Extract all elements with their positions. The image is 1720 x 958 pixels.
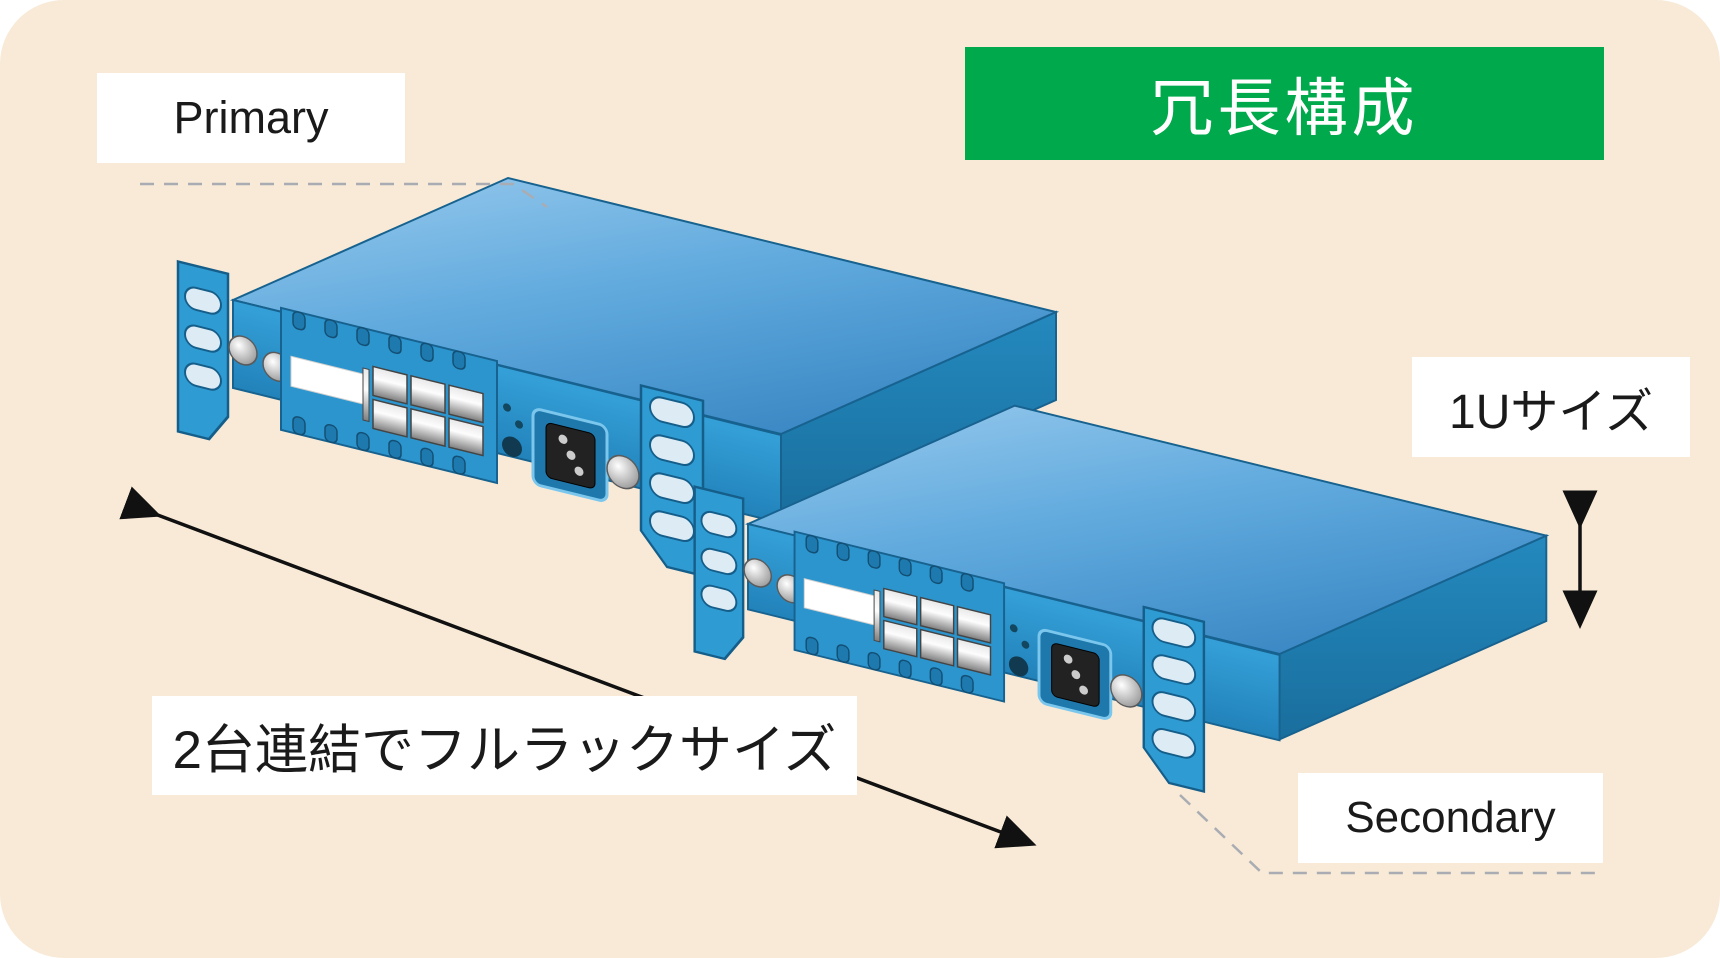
unit-height-label: 1Uサイズ <box>1412 357 1690 457</box>
primary-callout-line <box>140 182 548 209</box>
combined-width-label: 2台連結でフルラックサイズ <box>152 696 857 795</box>
primary-label-text: Primary <box>173 92 329 143</box>
unit-height-label-text: 1Uサイズ <box>1449 386 1653 439</box>
title-banner-text: 冗長構成 <box>1150 74 1419 144</box>
secondary-label-text: Secondary <box>1345 793 1556 842</box>
primary-label: Primary <box>97 73 405 163</box>
title-banner: 冗長構成 <box>965 47 1604 160</box>
combined-width-label-text: 2台連結でフルラックサイズ <box>172 720 837 780</box>
secondary-label: Secondary <box>1298 773 1603 863</box>
secondary-callout-line <box>1179 794 1600 875</box>
width-measure-arrow <box>119 486 1037 849</box>
